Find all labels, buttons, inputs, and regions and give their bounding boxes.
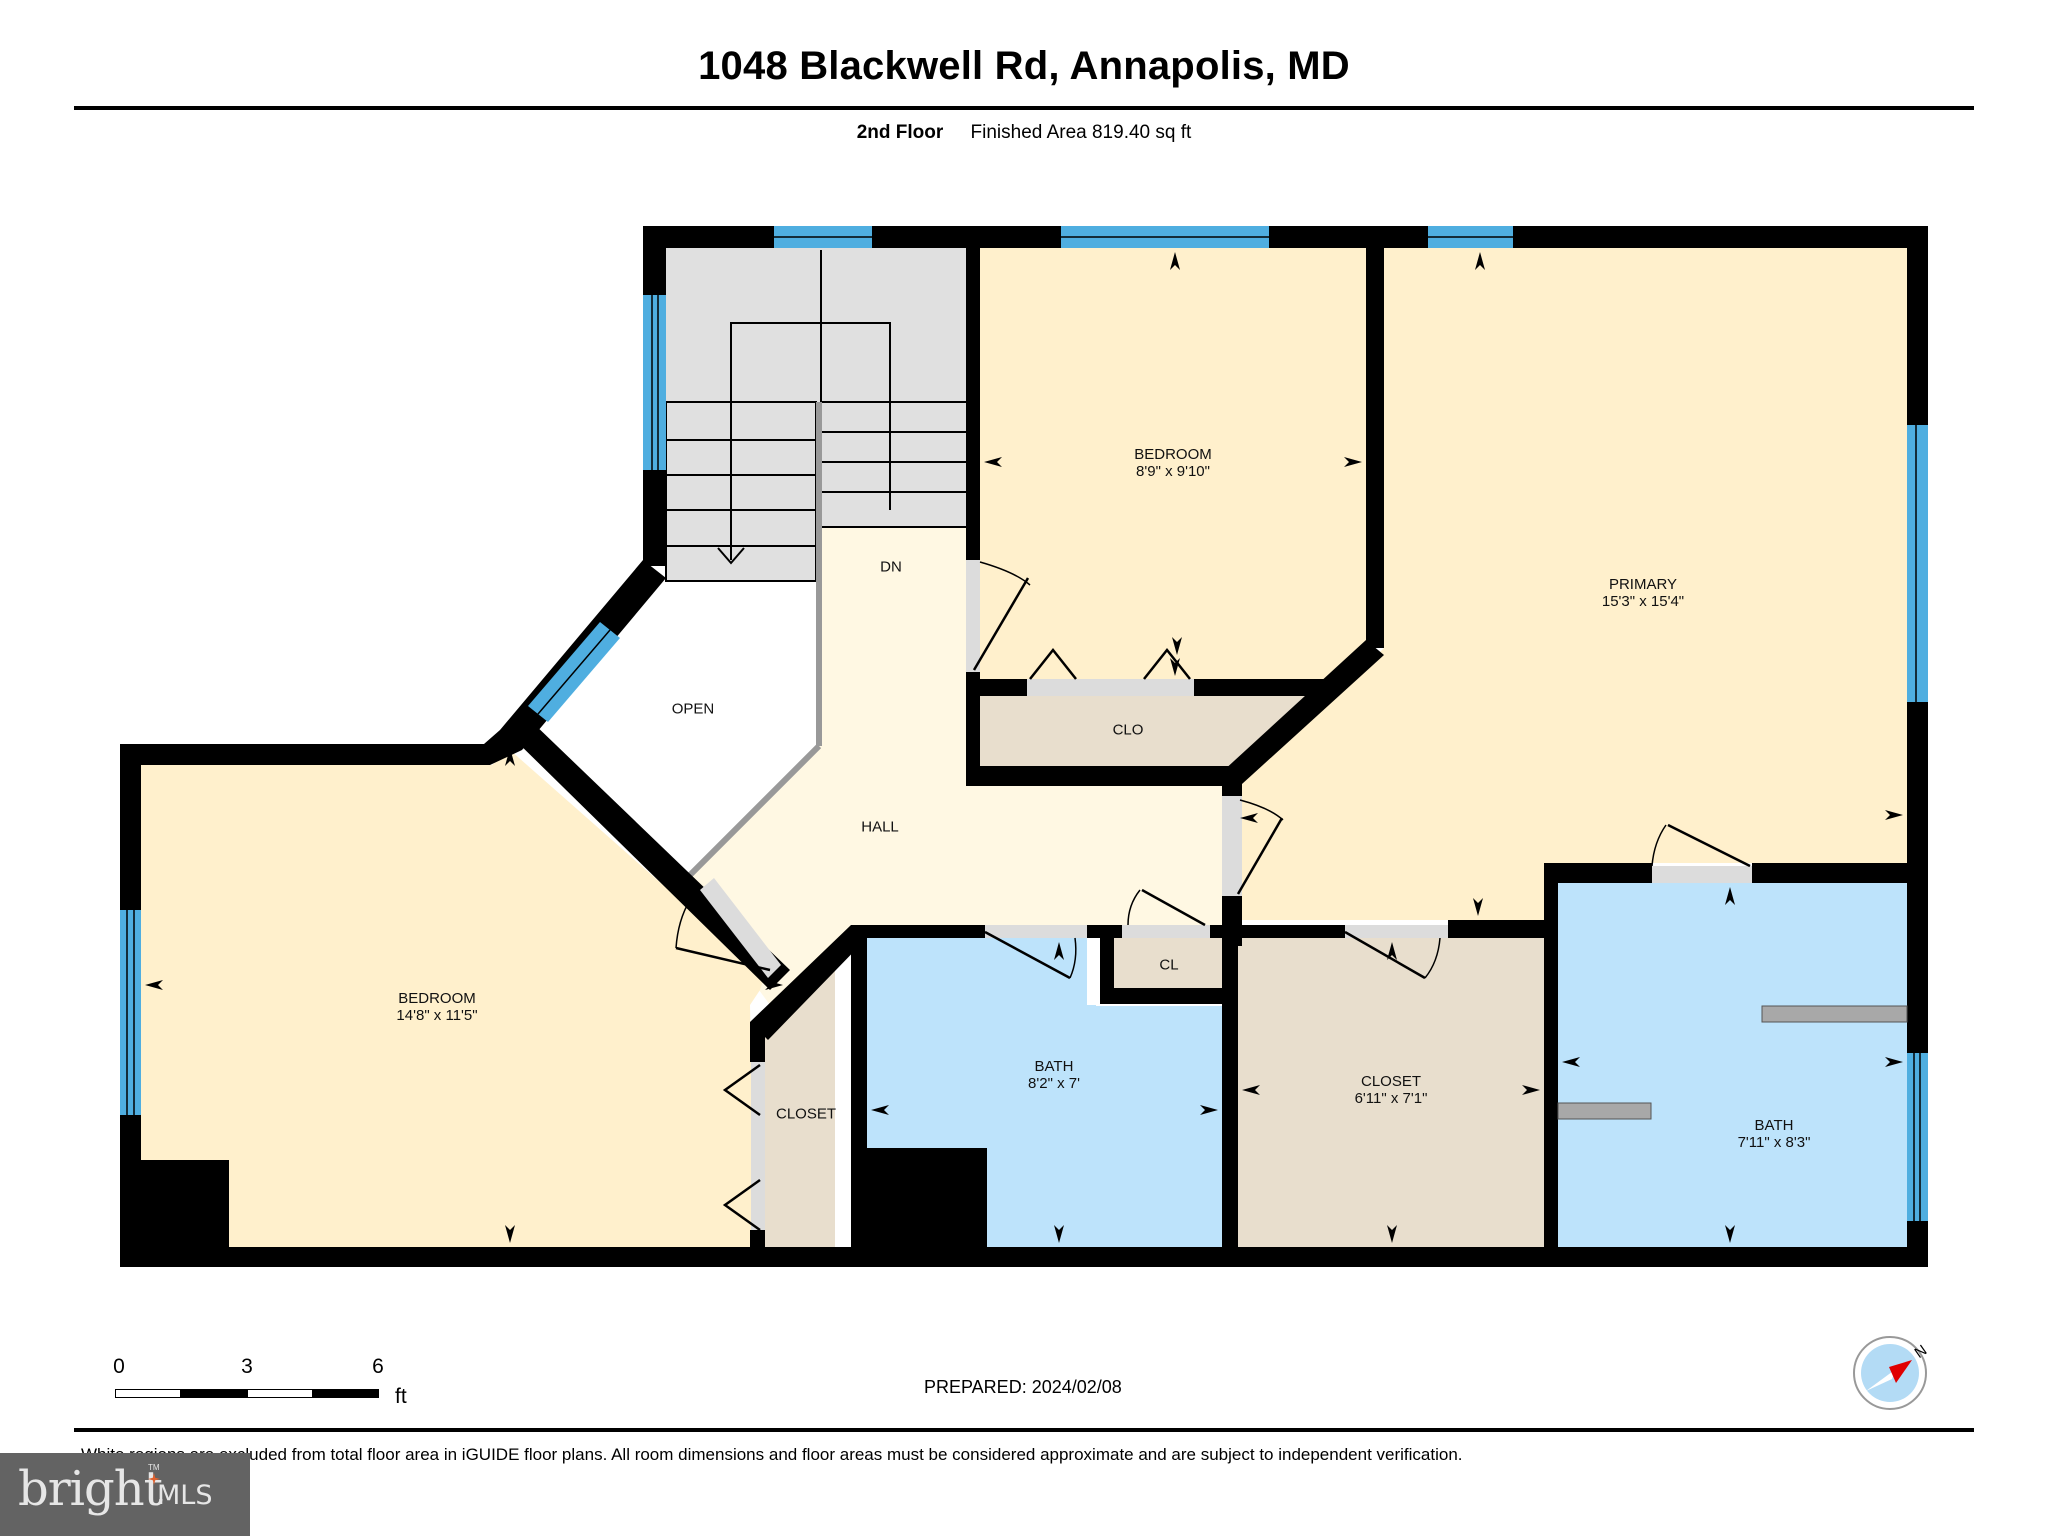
grab-bars	[1557, 1005, 1908, 1120]
room-primary: PRIMARY 15'3" x 15'4"	[1602, 576, 1684, 610]
room-dims: 14'8" x 11'5"	[396, 1007, 478, 1024]
room-clo: CLO	[1113, 722, 1144, 739]
prepared-date: PREPARED: 2024/02/08	[924, 1377, 1122, 1397]
room-name: BEDROOM	[1134, 446, 1212, 463]
floor-summary: 2nd Floor Finished Area 819.40 sq ft	[0, 122, 2048, 144]
door-threshold	[966, 560, 980, 672]
room-name: CL	[1159, 956, 1179, 974]
room-dims: 8'2" x 7'	[1028, 1075, 1080, 1092]
room-name: HALL	[861, 818, 899, 836]
window	[1907, 1053, 1928, 1221]
dimension-arrows	[145, 252, 1903, 1243]
closet-primary-floor	[1238, 938, 1544, 1247]
bright-mls-logo: bright TM MLS	[0, 1453, 250, 1536]
scale-tick-6: 6	[372, 1355, 384, 1378]
logo-trademark: TM	[148, 1463, 160, 1472]
room-name: CLOSET	[775, 1105, 837, 1123]
bedroom-left-floor	[141, 750, 765, 1247]
room-name: BEDROOM	[398, 990, 476, 1007]
primary-floor	[1242, 248, 1907, 920]
windows	[120, 226, 1928, 1221]
window	[1907, 425, 1928, 702]
floor-name: 2nd Floor	[856, 122, 944, 143]
room-closet-left: CLOSET	[776, 1106, 836, 1123]
stairs-down-label: DN	[880, 559, 902, 576]
cl-floor	[1114, 938, 1222, 988]
room-bath-primary: BATH 7'11" x 8'3"	[1738, 1117, 1811, 1151]
page-title: 1048 Blackwell Rd, Annapolis, MD	[698, 44, 1350, 88]
room-dims: 6'11" x 7'1"	[1354, 1090, 1428, 1107]
room-open: OPEN	[672, 701, 715, 718]
room-cl: CL	[1159, 957, 1178, 974]
room-name: BATH	[1754, 1117, 1794, 1134]
window	[774, 226, 872, 248]
room-dims: 15'3" x 15'4"	[1601, 593, 1685, 610]
sparkle-icon	[148, 1473, 160, 1485]
room-closet-primary: CLOSET 6'11" x 7'1"	[1355, 1073, 1428, 1107]
room-fills	[141, 248, 1907, 1247]
window	[1428, 226, 1513, 248]
stair-treads	[665, 250, 966, 582]
window	[1061, 226, 1269, 248]
room-bedroom-left: BEDROOM 14'8" x 11'5"	[396, 990, 477, 1024]
room-name: CLOSET	[1360, 1073, 1421, 1090]
finished-area: Finished Area 819.40 sq ft	[970, 122, 1192, 143]
room-hall: HALL	[861, 819, 899, 836]
logo-suffix: MLS	[157, 1480, 213, 1511]
room-bath-hall: BATH 8'2" x 7'	[1028, 1058, 1080, 1092]
open-area-rail	[687, 743, 822, 878]
window	[643, 295, 666, 470]
room-name: OPEN	[671, 700, 715, 718]
scale-unit: ft	[395, 1385, 407, 1408]
footer-divider	[74, 1428, 1974, 1432]
door-threshold	[751, 1062, 765, 1230]
scale-segment	[181, 1389, 247, 1398]
door-threshold	[1027, 679, 1194, 696]
bath-primary-floor	[1558, 883, 1907, 1247]
room-name: DN	[880, 558, 902, 576]
doors	[675, 560, 1752, 1232]
room-name: CLO	[1112, 721, 1144, 739]
door-threshold	[1222, 796, 1242, 896]
clo-floor	[980, 696, 1311, 766]
compass-icon: N	[1853, 1336, 1930, 1410]
bath-hall-floor	[867, 938, 1222, 1247]
disclaimer: White regions are excluded from total fl…	[81, 1445, 1463, 1464]
door-threshold	[700, 878, 781, 978]
scale-segment	[313, 1389, 379, 1398]
window	[120, 910, 141, 1115]
door-threshold	[1122, 925, 1210, 938]
room-name: BATH	[1034, 1058, 1074, 1075]
hall-floor	[690, 527, 1228, 1005]
logo-word: bright	[18, 1461, 163, 1517]
header-divider	[74, 106, 1974, 110]
room-name: PRIMARY	[1608, 576, 1678, 593]
scale-tick-0: 0	[113, 1355, 125, 1378]
bedroom-front-floor	[980, 248, 1366, 679]
door-threshold	[1652, 866, 1752, 883]
room-bedroom-front: BEDROOM 8'9" x 9'10"	[1134, 446, 1212, 480]
door-threshold	[1345, 925, 1448, 938]
scale-tick-3: 3	[241, 1355, 253, 1378]
scale-segment	[115, 1389, 181, 1398]
door-threshold	[985, 925, 1087, 938]
room-dims: 7'11" x 8'3"	[1737, 1134, 1811, 1151]
window	[528, 622, 620, 722]
scale-segment	[247, 1389, 313, 1398]
room-dims: 8'9" x 9'10"	[1136, 463, 1210, 480]
